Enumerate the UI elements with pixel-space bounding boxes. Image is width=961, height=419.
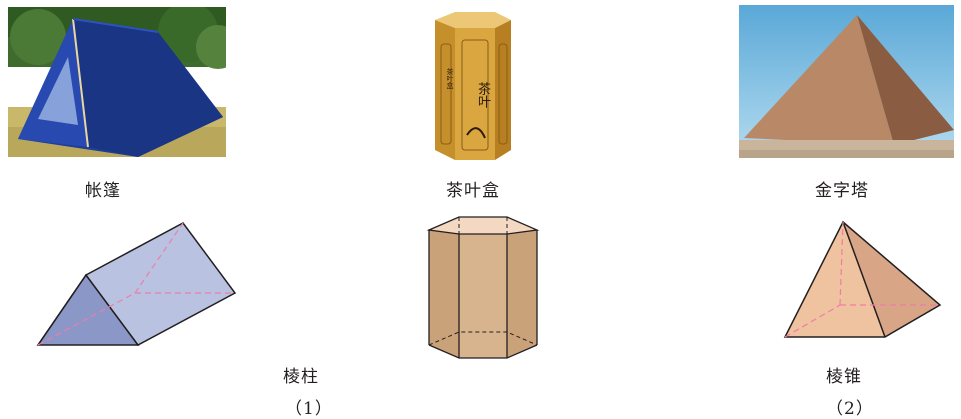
tent-photo — [8, 7, 226, 157]
pyramid-solid-diagram — [783, 220, 942, 338]
tea-box-small-text: 茶叶盒 — [446, 68, 454, 89]
caption-pyramid-solid: 棱锥 — [826, 367, 862, 387]
triangular-prism-diagram — [36, 222, 237, 346]
pyramid-photo — [739, 5, 954, 158]
tea-box-brand: 茶叶 — [475, 82, 490, 108]
figure-label-1: （1） — [285, 399, 333, 419]
caption-tea-box: 茶叶盒 — [446, 181, 500, 201]
caption-prism: 棱柱 — [283, 367, 319, 387]
tea-box-photo: 茶叶 茶叶盒 — [415, 10, 525, 162]
figure-label-2: （2） — [826, 399, 874, 419]
caption-tent: 帐篷 — [85, 181, 121, 201]
hexagonal-prism-diagram — [426, 216, 540, 359]
caption-pyramid: 金字塔 — [815, 181, 869, 201]
